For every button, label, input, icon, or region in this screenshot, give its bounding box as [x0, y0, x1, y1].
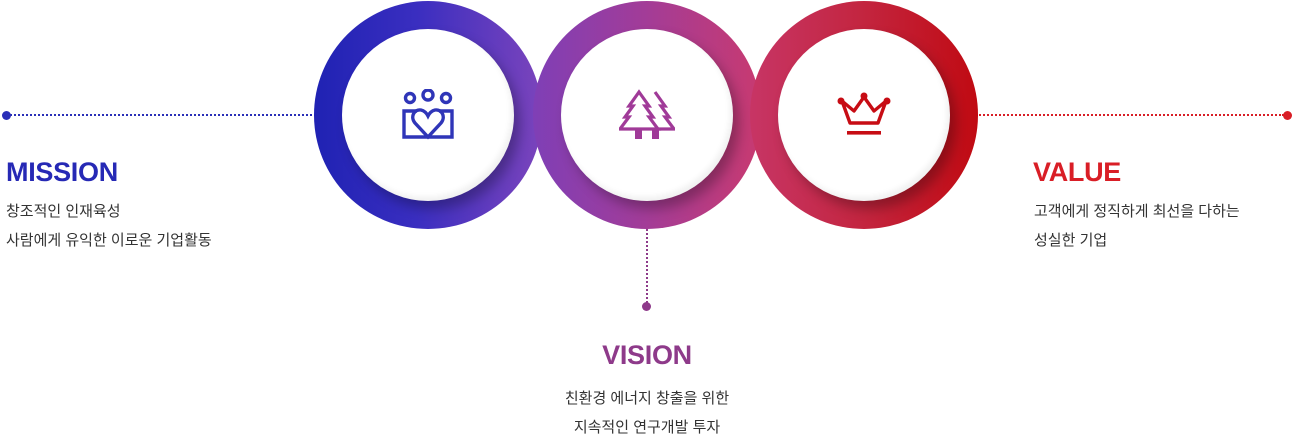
people-heart-icon: [402, 89, 454, 140]
value-ring: [750, 1, 978, 229]
value-connector-line: [976, 114, 1284, 116]
vision-connector-dot: [642, 302, 651, 311]
vision-line-2: 지속적인 연구개발 투자: [573, 419, 721, 436]
mission-connector-line: [10, 114, 320, 116]
vision-connector-line: [646, 229, 648, 303]
vision-description: 친환경 에너지 창출을 위한 지속적인 연구개발 투자: [497, 384, 797, 442]
mission-line-1: 창조적인 인재육성: [6, 203, 121, 220]
mission-ring-center: [342, 29, 514, 201]
mission-title: MISSION: [6, 157, 118, 187]
trees-icon: [619, 89, 675, 139]
vision-ring: [533, 1, 761, 229]
mission-ring: [314, 1, 542, 229]
value-connector-dot: [1283, 111, 1292, 120]
mission-connector-dot: [2, 111, 11, 120]
vision-title: VISION: [602, 340, 692, 370]
vision-ring-center: [561, 29, 733, 201]
value-title: VALUE: [1033, 157, 1122, 187]
vision-line-1: 친환경 에너지 창출을 위한: [564, 390, 730, 407]
value-description: 고객에게 정직하게 최선을 다하는 성실한 기업: [1034, 197, 1240, 255]
value-line-2: 성실한 기업: [1034, 232, 1108, 249]
value-ring-center: [778, 29, 950, 201]
crown-icon: [837, 92, 891, 135]
value-line-1: 고객에게 정직하게 최선을 다하는: [1034, 203, 1240, 220]
mission-description: 창조적인 인재육성 사람에게 유익한 이로운 기업활동: [6, 197, 212, 255]
mission-line-2: 사람에게 유익한 이로운 기업활동: [6, 232, 212, 249]
